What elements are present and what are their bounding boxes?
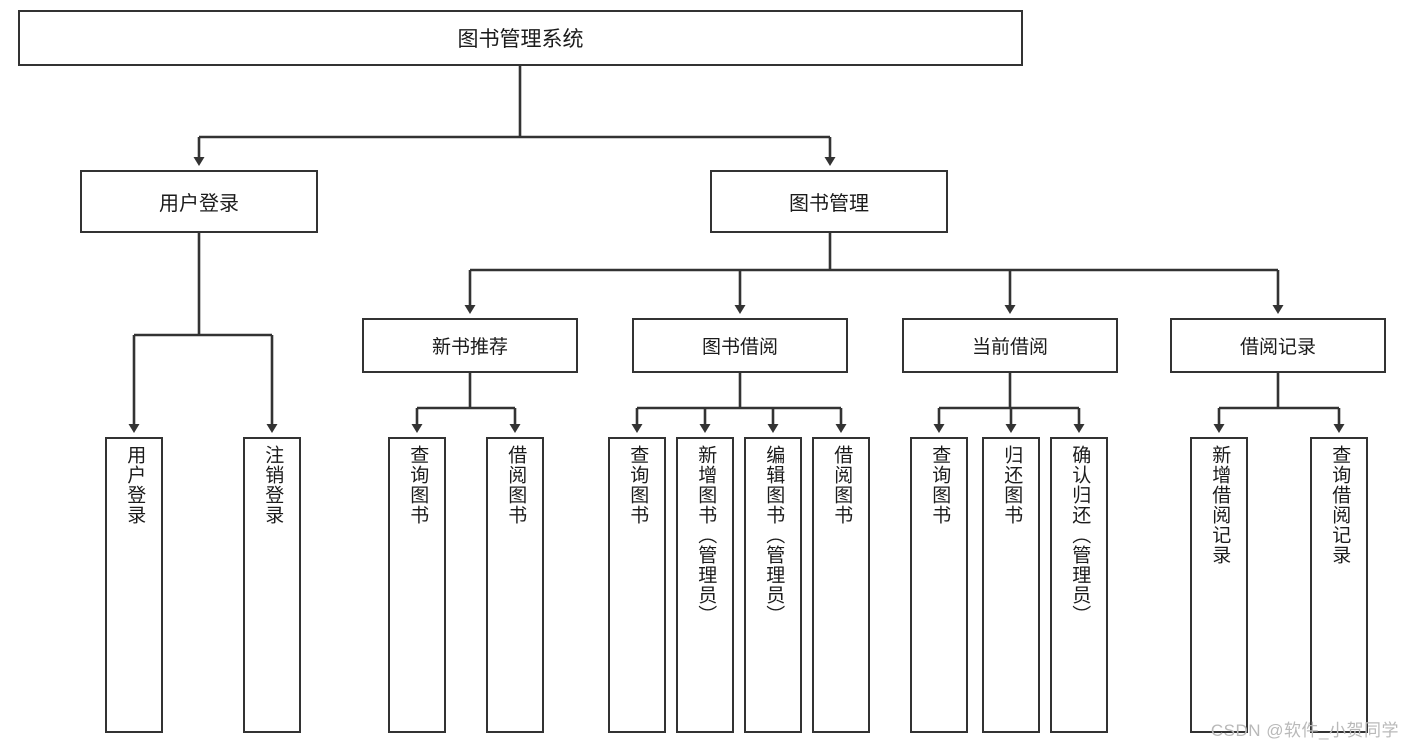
node-label: 图书管理系统 [457,28,584,51]
node-label: 图书借阅 [701,337,778,358]
node-leaf-borrow-book[interactable]: 借阅图书 [812,437,870,733]
node-label: 借阅图书 [505,445,527,525]
node-label: 查询图书 [407,445,429,525]
node-label: 借阅记录 [1239,337,1316,358]
node-label: 查询借阅记录 [1329,445,1351,565]
node-root-book-management-system[interactable]: 图书管理系统 [18,10,1023,66]
node-label: 归还图书 [1001,445,1023,525]
node-label: 新增图书（管理员） [695,445,717,625]
node-leaf-query-borrowing-record[interactable]: 查询借阅记录 [1310,437,1368,733]
node-label: 查询图书 [929,445,951,525]
node-label: 新增借阅记录 [1209,445,1231,565]
node-leaf-add-borrowing-record[interactable]: 新增借阅记录 [1190,437,1248,733]
node-label: 借阅图书 [831,445,853,525]
node-label: 新书推荐 [431,337,508,358]
node-leaf-query-book-current[interactable]: 查询图书 [910,437,968,733]
node-label: 确认归还（管理员） [1069,445,1091,625]
node-label: 编辑图书（管理员） [763,445,785,625]
node-book-borrowing[interactable]: 图书借阅 [632,318,848,373]
node-new-book-recommendation[interactable]: 新书推荐 [362,318,578,373]
node-book-management[interactable]: 图书管理 [710,170,948,233]
node-label: 注销登录 [262,445,284,525]
csdn-watermark: CSDN @软件_小贺同学 [1210,721,1399,740]
node-leaf-borrow-book-recommend[interactable]: 借阅图书 [486,437,544,733]
node-leaf-query-book-borrowing[interactable]: 查询图书 [608,437,666,733]
node-label: 当前借阅 [971,337,1048,358]
node-leaf-return-book[interactable]: 归还图书 [982,437,1040,733]
node-leaf-logout[interactable]: 注销登录 [243,437,301,733]
node-leaf-confirm-return-admin[interactable]: 确认归还（管理员） [1050,437,1108,733]
node-current-borrowing[interactable]: 当前借阅 [902,318,1118,373]
node-borrowing-records[interactable]: 借阅记录 [1170,318,1386,373]
node-leaf-add-book-admin[interactable]: 新增图书（管理员） [676,437,734,733]
node-label: 用户登录 [124,445,146,525]
node-label: 图书管理 [789,193,869,215]
node-leaf-user-login[interactable]: 用户登录 [105,437,163,733]
node-leaf-edit-book-admin[interactable]: 编辑图书（管理员） [744,437,802,733]
node-leaf-query-book-recommend[interactable]: 查询图书 [388,437,446,733]
node-label: 用户登录 [159,193,239,215]
node-label: 查询图书 [627,445,649,525]
node-user-login[interactable]: 用户登录 [80,170,318,233]
